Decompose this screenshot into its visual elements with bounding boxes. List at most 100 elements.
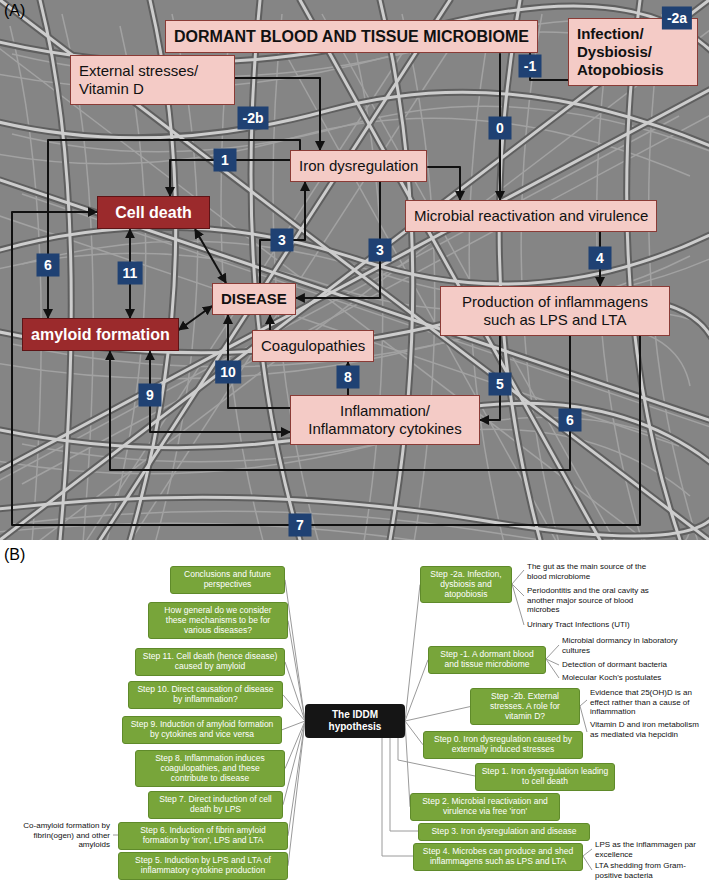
connector [288, 721, 305, 866]
box-text: Production of inflammagens such as LPS a… [449, 293, 661, 329]
box-text: External stresses/ Vitamin D [79, 62, 226, 98]
box-text: Step 5. Induction by LPS and LTA of infl… [124, 856, 282, 876]
outcome-box: Cell death [97, 196, 210, 229]
box-text: DORMANT BLOOD AND TISSUE MICROBIOME [174, 27, 529, 46]
leaf-text: Co-amyloid formation by fibrin(ogen) and… [4, 821, 110, 850]
box-text: Step 10. Direct causation of disease by … [134, 685, 277, 705]
panel-label: (A) [4, 2, 25, 20]
process-box: DORMANT BLOOD AND TISSUE MICROBIOME [165, 20, 538, 53]
leaf-text: Vitamin D and iron metabolism as mediate… [590, 720, 704, 739]
branch-box: Step 9. Induction of amyloid formation b… [122, 716, 282, 744]
panel-label: (B) [4, 546, 25, 564]
branch-box: Step 3. Iron dysregulation and disease [418, 823, 590, 841]
leaf-text: Urinary Tract Infections (UTI) [527, 620, 662, 630]
branch-box: Step 4. Microbes can produce and shed in… [413, 843, 583, 871]
process-box: External stresses/ Vitamin D [70, 55, 235, 105]
box-text: DISEASE [221, 290, 287, 308]
callout-number: 9 [139, 384, 162, 407]
branch-box: Step 7. Direct induction of cell death b… [148, 791, 283, 819]
callout-number: 6 [37, 254, 60, 277]
branch-box: Step 11. Cell death (hence disease) caus… [135, 648, 285, 676]
callout-number: 6 [559, 409, 582, 432]
connector [285, 721, 305, 769]
connector [405, 721, 423, 745]
connector [427, 167, 460, 200]
leader-lines [113, 570, 592, 870]
box-text: Conclusions and future perspectives [176, 570, 279, 590]
branch-box: Conclusions and future perspectives [170, 566, 285, 594]
connector [48, 140, 300, 318]
box-text: Infection/ Dysbiosis/ Atopobiosis [577, 25, 689, 79]
callout-number: 1 [214, 149, 237, 172]
box-text: Step 1. Iron dysregulation leading to ce… [481, 767, 609, 787]
connector [260, 182, 305, 283]
branch-box: Step 1. Iron dysregulation leading to ce… [475, 763, 615, 791]
box-text: Step 4. Microbes can produce and shed in… [419, 847, 577, 867]
branch-box: Step 6. Induction of fibrin amyloid form… [118, 822, 288, 850]
leaf-text: Detection of dormant bacteria [562, 660, 702, 670]
leaf-text: Evidence that 25(OH)D is an effect rathe… [590, 688, 704, 717]
connector [285, 662, 305, 721]
leaf-text: Periodontitis and the oral cavity as ano… [527, 586, 662, 615]
connector [405, 707, 470, 721]
callout-number: -1 [519, 55, 542, 78]
box-text: How general do we consider these mechani… [154, 606, 282, 635]
box-text: Microbial reactivation and virulence [414, 207, 648, 225]
callout-number: -2b [238, 107, 269, 130]
branch-box: How general do we consider these mechani… [148, 602, 288, 639]
leaf-text: LPS as the inflammagen par excellence [595, 840, 705, 859]
connector [12, 212, 640, 525]
hub-node: The IDDM hypothesis [305, 704, 405, 738]
box-text: Inflammation/ Inflammatory cytokines [299, 402, 471, 438]
branch-box: Step 10. Direct causation of disease by … [128, 681, 283, 709]
callout-number: 5 [489, 373, 512, 396]
box-text: Step 8. Inflammation induces coagulopath… [141, 754, 279, 783]
branch-box: Step 2. Microbial reactivation and virul… [410, 793, 560, 821]
callout-number: 0 [489, 117, 512, 140]
callout-number: -2a [662, 7, 692, 30]
process-box: Microbial reactivation and virulence [405, 200, 657, 232]
callout-number: 11 [118, 262, 143, 285]
box-text: Coagulopathies [261, 337, 365, 355]
leaf-text: Molecular Koch's postulates [562, 673, 702, 683]
connector [288, 721, 305, 836]
box-text: Step 2. Microbial reactivation and virul… [416, 797, 554, 817]
callout-number: 8 [337, 366, 360, 389]
process-box: Inflammation/ Inflammatory cytokines [290, 395, 480, 445]
callout-number: 3 [369, 239, 392, 262]
connector [382, 738, 413, 856]
connector [150, 351, 290, 432]
box-text: Step -2b. External stresses. A role for … [476, 692, 574, 721]
callout-number: 7 [289, 514, 312, 537]
branch-box: Step -1. A dormant blood and tissue micr… [428, 646, 546, 674]
box-text: Step 6. Induction of fibrin amyloid form… [124, 826, 282, 846]
branch-box: Step -2a. Infection, dysbiosis and atopo… [420, 566, 512, 603]
box-text: amyloid formation [31, 325, 170, 344]
process-box: Iron dysregulation [290, 150, 427, 182]
connector [282, 721, 305, 730]
box-text: Step 0. Iron dysregulation caused by ext… [429, 735, 577, 755]
box-text: Step -1. A dormant blood and tissue micr… [434, 650, 540, 670]
leaf-text: The gut as the main source of the blood … [527, 562, 662, 581]
box-text: Step 3. Iron dysregulation and disease [424, 827, 584, 837]
outcome-box: amyloid formation [22, 318, 179, 351]
connector [195, 229, 226, 283]
callout-number: 10 [215, 361, 241, 384]
connector [405, 660, 428, 721]
process-box: DISEASE [212, 283, 296, 315]
connector [285, 580, 305, 721]
branch-box: Step -2b. External stresses. A role for … [470, 688, 580, 725]
box-text: Step 11. Cell death (hence disease) caus… [141, 652, 279, 672]
box-text: Step 7. Direct induction of cell death b… [154, 795, 277, 815]
callout-number: 3 [271, 229, 294, 252]
branch-box: Step 5. Induction by LPS and LTA of infl… [118, 852, 288, 880]
box-text: Step -2a. Infection, dysbiosis and atopo… [426, 570, 506, 599]
process-box: Coagulopathies [252, 330, 374, 362]
process-box: Production of inflammagens such as LPS a… [440, 286, 670, 336]
connectors [12, 53, 640, 866]
box-text: Iron dysregulation [299, 157, 418, 175]
box-text: Step 9. Induction of amyloid formation b… [128, 720, 276, 740]
connector [283, 721, 305, 805]
connector [296, 182, 380, 298]
